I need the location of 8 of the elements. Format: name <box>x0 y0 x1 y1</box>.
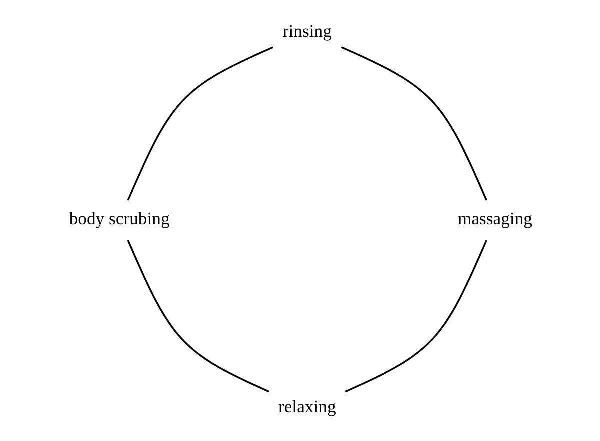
node-text: relaxing <box>278 396 336 417</box>
node-text: rinsing <box>282 20 332 41</box>
connector <box>126 46 273 201</box>
connector <box>126 240 269 393</box>
connector <box>344 240 487 393</box>
node-text: massaging <box>458 208 532 229</box>
connector <box>340 46 487 201</box>
node-text: body scrubing <box>68 208 170 229</box>
